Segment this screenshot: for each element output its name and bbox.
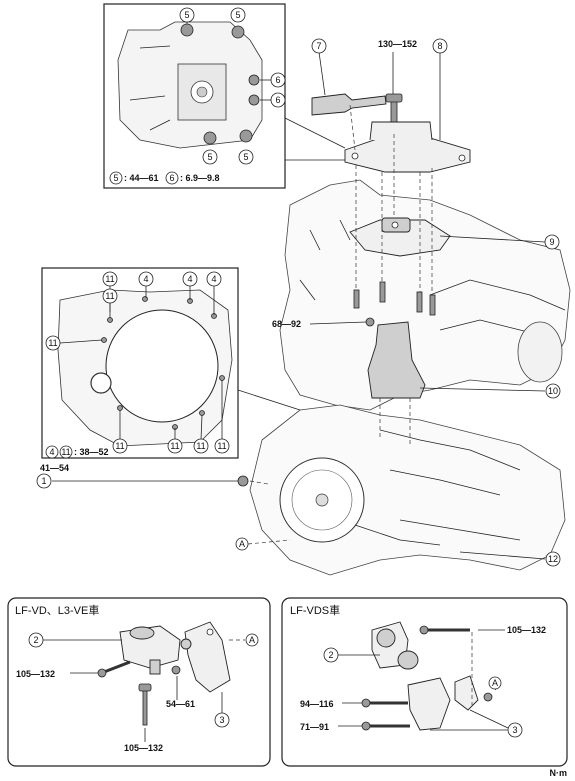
callout-11-b4: 11 [214,438,230,454]
svg-text:7: 7 [316,41,321,51]
engine-body [279,179,571,411]
panel-lf-vd [7,597,271,767]
svg-text:4: 4 [49,447,54,457]
rubber-mount-part-9 [349,217,451,257]
torque-41-54: 41—54 [40,463,69,473]
lf-vd-torque-54-61: 54—61 [166,699,195,709]
svg-text:3: 3 [512,725,517,735]
callout-11-b1: 11 [112,438,128,454]
svg-text:: 44—61: : 44—61 [124,173,159,183]
legend-5-6: 5 : 44—61 6 : 6.9—9.8 [109,171,220,185]
callout-11-b2: 11 [167,438,183,454]
svg-text:3: 3 [219,715,224,725]
callout-5c: 5 [202,149,218,165]
svg-text:6: 6 [169,173,174,183]
inset-left-drawing [57,289,233,447]
callout-11-mid: 11 [102,288,118,304]
inset-top-drawing [117,21,263,149]
lf-vd-callout-3: 3 [214,712,230,728]
unit-label: N·m [550,768,568,778]
svg-text:A: A [492,678,498,688]
lf-vds-ref-a: A [488,676,502,690]
legend-4-11: 4 11 : 38—52 [45,445,109,459]
lf-vds-torque-94: 94—116 [300,699,334,709]
lf-vd-torque-105b: 105—132 [124,743,163,753]
callout-11-b3: 11 [193,438,209,454]
svg-text:5: 5 [207,152,212,162]
svg-text:11: 11 [105,274,114,284]
callout-12: 12 [545,551,561,567]
nut-part-1 [237,475,249,487]
callout-6a: 6 [270,72,286,88]
svg-text:: 6.9—9.8: : 6.9—9.8 [180,173,220,183]
svg-text:9: 9 [549,237,554,247]
lf-vds-callout-3: 3 [507,722,523,738]
svg-text:10: 10 [548,386,558,396]
svg-text:8: 8 [437,41,442,51]
svg-text:5: 5 [235,10,240,20]
svg-text:: 38—52: : 38—52 [74,447,109,457]
svg-text:11: 11 [105,291,114,301]
lf-vds-torque-71: 71—91 [300,722,329,732]
top-bolt [385,93,403,135]
svg-text:12: 12 [548,554,558,564]
mount-studs [353,281,436,316]
panel-lf-vds-title: LF-VDS車 [290,603,340,617]
callout-1: 1 [36,473,52,489]
svg-text:4: 4 [187,274,192,284]
svg-text:5: 5 [243,152,248,162]
callout-5b: 5 [230,7,246,23]
transmission-body [249,404,566,576]
torque-top-bolt: 130—152 [378,39,417,49]
inset-left-pointer [237,389,301,411]
lf-vds-mount-drawing [361,621,493,731]
callout-11-left: 11 [45,335,61,351]
lf-vd-ref-a: A [245,633,259,647]
lf-vd-mount-drawing [97,621,245,726]
svg-text:11: 11 [170,441,179,451]
svg-text:5: 5 [184,10,189,20]
mount-bracket-part-8 [344,121,471,173]
svg-text:6: 6 [275,95,280,105]
callout-4a: 4 [138,271,154,287]
svg-text:11: 11 [61,447,70,457]
alignment-lines [247,104,433,545]
inset-top-pointer [284,117,346,149]
callout-7: 7 [311,38,327,54]
lf-vd-torque-105a: 105—132 [16,669,55,679]
lf-vd-leaders [43,639,223,742]
panel-lf-vd-title: LF-VD、L3-VE車 [15,603,99,617]
ref-a-main: A [235,537,249,551]
callout-5a: 5 [179,7,195,23]
callout-4c: 4 [206,271,222,287]
svg-text:4: 4 [211,274,216,284]
svg-text:11: 11 [115,441,124,451]
callout-8: 8 [432,38,448,54]
svg-text:11: 11 [48,338,57,348]
torque-68-92: 68—92 [272,319,301,329]
svg-text:11: 11 [217,441,226,451]
svg-text:6: 6 [275,75,280,85]
svg-text:A: A [249,635,255,645]
callout-6b: 6 [270,92,286,108]
svg-text:A: A [239,539,245,549]
callout-11-top: 11 [102,271,118,287]
svg-text:11: 11 [196,441,205,451]
svg-text:2: 2 [328,650,333,660]
svg-text:2: 2 [33,635,38,645]
lf-vd-callout-2: 2 [28,632,44,648]
callout-4b: 4 [182,271,198,287]
lf-vds-callout-2: 2 [323,647,339,663]
svg-text:1: 1 [41,476,46,486]
lf-vds-torque-105: 105—132 [507,625,546,635]
callout-9: 9 [544,234,560,250]
callout-10: 10 [545,383,561,399]
bracket-part-7 [311,93,387,116]
svg-text:5: 5 [113,173,118,183]
svg-text:4: 4 [143,274,148,284]
callout-5d: 5 [238,149,254,165]
